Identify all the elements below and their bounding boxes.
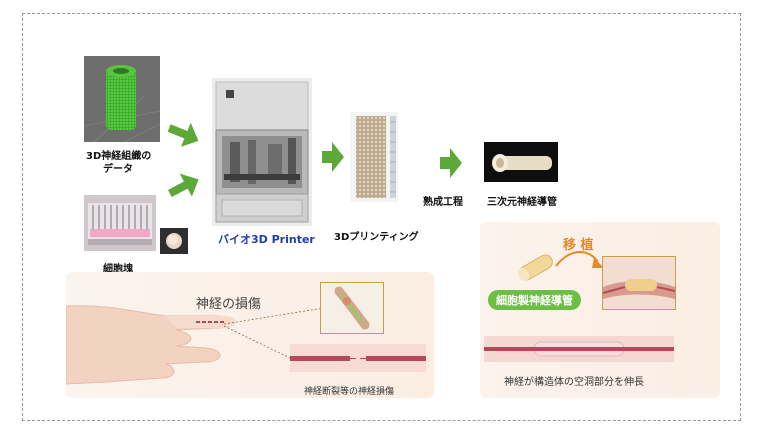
injury-caption: 神経断裂等の神経損傷 xyxy=(304,387,395,397)
neural-data-image xyxy=(84,56,160,142)
nerve-injury-label: 神経の損傷 xyxy=(196,297,262,312)
bio-printer-label: バイオ3D Printer xyxy=(218,233,315,246)
printing-label: 3Dプリンティング xyxy=(334,232,419,243)
severed-nerve-diagram xyxy=(290,344,426,372)
cell-clusters-label: 細胞塊 xyxy=(103,264,133,275)
maturation-label: 熟成工程 xyxy=(423,197,463,208)
hand-illustration xyxy=(66,305,236,385)
neural-data-label: 3D神経組織の xyxy=(86,151,152,162)
implanted-conduit-image xyxy=(602,256,676,310)
nerve-conduit-image xyxy=(484,142,558,182)
arrow-data-to-printer-icon xyxy=(167,122,199,147)
arrow-cells-to-printer-icon xyxy=(167,173,199,198)
nerve-growth-diagram xyxy=(484,336,674,362)
neural-data-label-2: データ xyxy=(103,164,133,175)
growth-caption: 神経が構造体の空洞部分を伸長 xyxy=(504,377,644,388)
conduit-closeup-image xyxy=(512,248,558,288)
injury-callout-lines xyxy=(223,307,325,359)
spheroid-inset-image xyxy=(160,228,188,254)
arrow-printer-to-print-icon xyxy=(322,142,344,172)
printed-construct-image xyxy=(350,112,398,202)
transplant-arrow-icon xyxy=(555,251,604,268)
transplant-label: 移 植 xyxy=(563,238,594,253)
injury-closeup-image xyxy=(320,282,384,334)
cell-conduit-badge: 細胞製神経導管 xyxy=(488,290,581,310)
bio-printer-image xyxy=(212,78,312,226)
diagram-frame xyxy=(22,13,741,421)
arrow-print-to-conduit-icon xyxy=(440,148,462,178)
transplant-panel xyxy=(480,222,720,398)
cell-plate-image xyxy=(84,195,156,251)
conduit-label: 三次元神経導管 xyxy=(487,197,557,208)
